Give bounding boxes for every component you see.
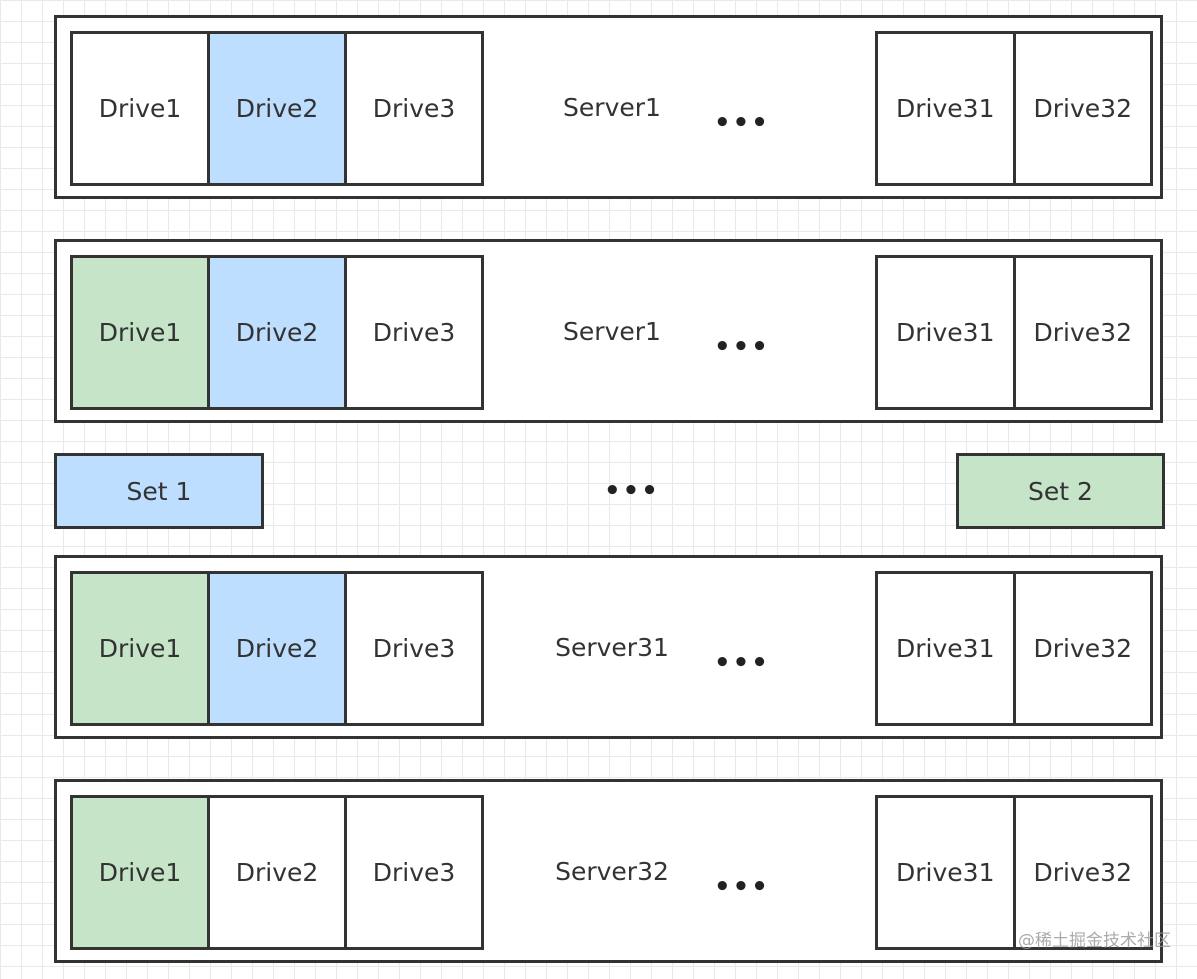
drive-group-left: Drive1 Drive2 Drive3 — [70, 255, 484, 410]
drive-cell: Drive3 — [344, 34, 481, 183]
ellipsis: ••• — [714, 648, 770, 678]
drive-group-left: Drive1 Drive2 Drive3 — [70, 571, 484, 726]
drive-cell: Drive31 — [896, 634, 995, 663]
server-box: Drive1 Drive2 Drive3 Server32 ••• Drive3… — [54, 779, 1163, 963]
server-label: Server1 — [563, 92, 661, 122]
drive-group-right: Drive31 Drive32 — [875, 31, 1153, 186]
drive-cell: Drive32 — [1012, 798, 1151, 947]
server-label: Server31 — [555, 632, 669, 662]
drive-group-right: Drive31 Drive32 — [875, 571, 1153, 726]
drive-cell: Drive32 — [1012, 34, 1151, 183]
drive-cell: Drive2 — [207, 34, 344, 183]
server-box: Drive1 Drive2 Drive3 Server1 ••• Drive31… — [54, 15, 1163, 199]
drive-group-left: Drive1 Drive2 Drive3 — [70, 31, 484, 186]
drive-cell: Drive32 — [1012, 258, 1151, 407]
drive-cell: Drive3 — [344, 258, 481, 407]
drive-cell: Drive1 — [73, 258, 207, 407]
drive-cell: Drive2 — [207, 258, 344, 407]
drive-cell: Drive2 — [207, 574, 344, 723]
server-label: Server32 — [555, 856, 669, 886]
drive-cell: Drive1 — [98, 94, 182, 123]
drive-cell: Drive32 — [1012, 574, 1151, 723]
drive-cell: Drive31 — [896, 94, 995, 123]
drive-cell: Drive3 — [344, 798, 481, 947]
drive-cell: Drive1 — [73, 798, 207, 947]
set-1-legend: Set 1 — [54, 453, 264, 529]
ellipsis: ••• — [714, 332, 770, 362]
drive-cell: Drive31 — [896, 858, 995, 887]
watermark: @稀土掘金技术社区 — [1018, 931, 1171, 951]
drive-group-right: Drive31 Drive32 — [875, 255, 1153, 410]
drive-group-left: Drive1 Drive2 Drive3 — [70, 795, 484, 950]
drive-cell: Drive1 — [73, 574, 207, 723]
drive-cell: Drive2 — [207, 798, 344, 947]
set-2-legend: Set 2 — [956, 453, 1165, 529]
drive-cell: Drive31 — [896, 318, 995, 347]
drive-cell: Drive3 — [344, 574, 481, 723]
drive-group-right: Drive31 Drive32 — [875, 795, 1153, 950]
server-box: Drive1 Drive2 Drive3 Server31 ••• Drive3… — [54, 555, 1163, 739]
server-label: Server1 — [563, 316, 661, 346]
ellipsis: ••• — [604, 476, 660, 506]
server-box: Drive1 Drive2 Drive3 Server1 ••• Drive31… — [54, 239, 1163, 423]
ellipsis: ••• — [714, 108, 770, 138]
ellipsis: ••• — [714, 872, 770, 902]
